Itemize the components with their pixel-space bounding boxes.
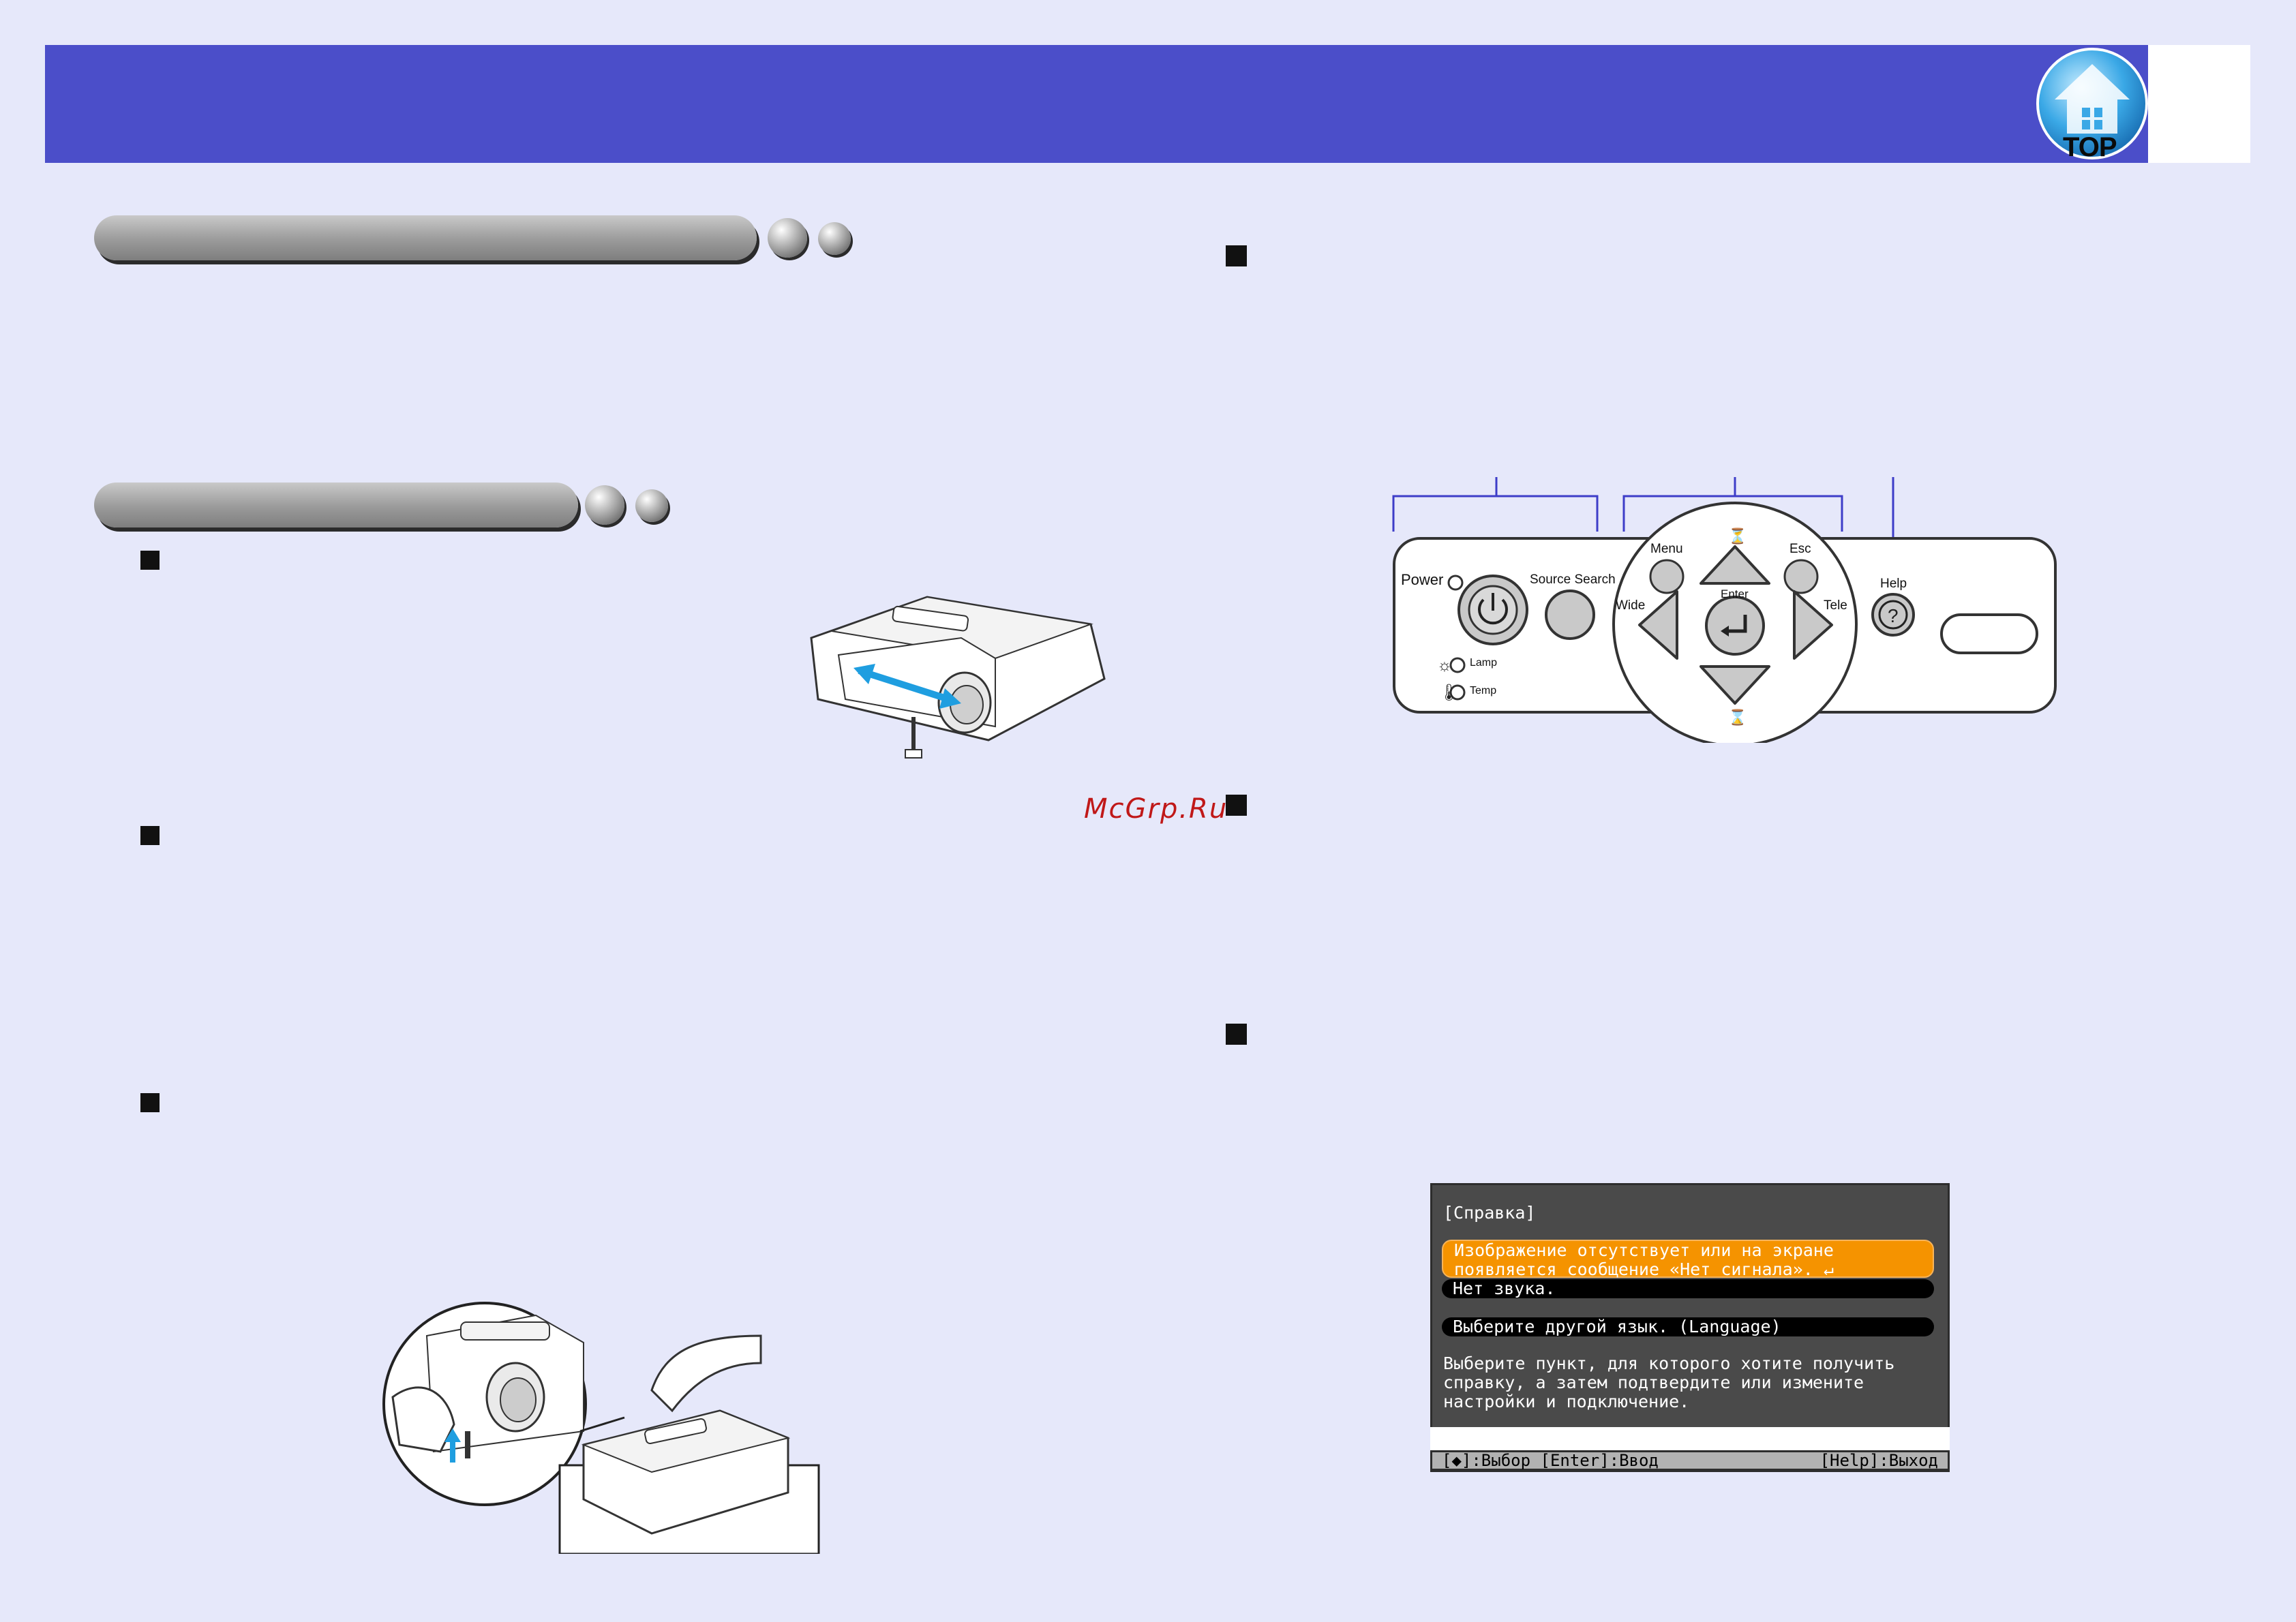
source-search-label: Source Search (1530, 572, 1616, 587)
svg-text:⏳: ⏳ (1728, 527, 1747, 545)
bullet-square (1226, 795, 1247, 816)
help-description-line: справку, а затем подтвердите или изменит… (1443, 1373, 1864, 1392)
bullet-square (1226, 1024, 1247, 1045)
section-heading-bar-2 (94, 483, 578, 527)
decor-ball (635, 489, 668, 522)
svg-text:?: ? (1888, 605, 1899, 626)
enter-label: Enter (1721, 587, 1749, 600)
help-description: Выберите пункт, для которого хотите полу… (1443, 1354, 1894, 1411)
help-screen: [Справка] Изображение отсутствует или на… (1430, 1183, 1950, 1472)
decor-ball (768, 218, 807, 258)
decor-ball (818, 222, 851, 255)
header-band (45, 45, 2148, 163)
section-heading-bar-1 (94, 215, 757, 260)
projector-zoom-illustration (810, 596, 1106, 759)
temp-label: Temp (1470, 685, 1497, 697)
help-item-line: Изображение отсутствует или на экране (1454, 1240, 1834, 1260)
bullet-square (140, 1093, 160, 1112)
help-item-line: Выберите другой язык. (Language) (1453, 1317, 1781, 1336)
tele-label: Tele (1824, 598, 1847, 613)
foot-adjust-illustration (382, 1302, 820, 1554)
top-home-button[interactable]: TOP (2034, 45, 2150, 166)
help-title: [Справка] (1443, 1203, 1536, 1223)
wide-label: Wide (1616, 598, 1646, 613)
help-label: Help (1880, 577, 1907, 591)
top-label: TOP (2063, 132, 2117, 162)
control-panel-diagram: ☼ 🌡 ⏳ ⌛ ? (1392, 477, 2057, 743)
decor-ball (585, 485, 624, 525)
help-description-line: Выберите пункт, для которого хотите полу… (1443, 1353, 1895, 1373)
help-item-line: появляется сообщение «Нет сигнала». ↵ (1454, 1259, 1834, 1279)
help-item-no-image[interactable]: Изображение отсутствует или на экране по… (1442, 1240, 1934, 1279)
svg-text:🌡: 🌡 (1438, 684, 1459, 702)
watermark: McGrp.Ru (1084, 793, 1228, 825)
home-icon (2036, 48, 2148, 159)
svg-text:☼: ☼ (1437, 656, 1452, 675)
esc-label: Esc (1789, 542, 1811, 556)
help-footer-left: [◆]:Выбор [Enter]:Ввод (1442, 1451, 1659, 1470)
help-item-no-sound[interactable]: Нет звука. (1442, 1279, 1934, 1298)
lamp-label: Lamp (1470, 657, 1498, 669)
help-description-line: настройки и подключение. (1443, 1392, 1690, 1411)
bullet-square (140, 551, 160, 570)
bullet-square (140, 826, 160, 845)
help-footer-spacer (1430, 1427, 1950, 1452)
header-tail (2148, 45, 2250, 163)
bullet-square (1226, 245, 1247, 266)
svg-text:⌛: ⌛ (1728, 709, 1747, 726)
help-item-line: Нет звука. (1453, 1279, 1556, 1298)
help-footer: [◆]:Выбор [Enter]:Ввод [Help]:Выход (1430, 1450, 1950, 1471)
menu-label: Menu (1650, 542, 1683, 556)
power-label: Power (1401, 571, 1444, 588)
help-footer-right: [Help]:Выход (1819, 1451, 1938, 1470)
help-item-language[interactable]: Выберите другой язык. (Language) (1442, 1317, 1934, 1336)
